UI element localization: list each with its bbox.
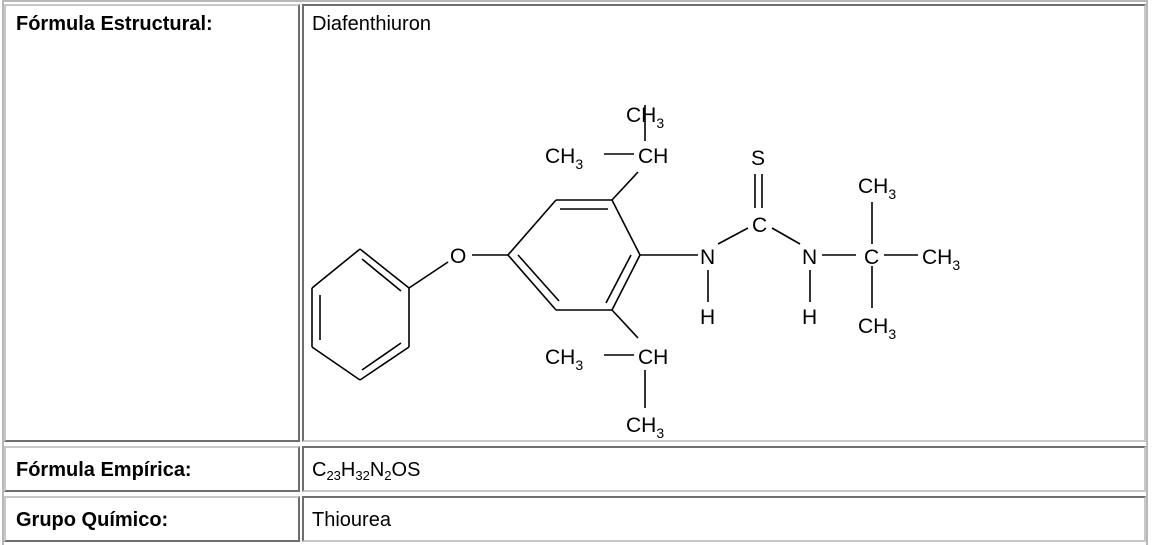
atom-label-ch3: CH3 xyxy=(626,414,664,441)
empirical-formula-label: Fórmula Empírica: xyxy=(4,446,300,492)
chemical-group-value: Thiourea xyxy=(302,496,1146,542)
atom-label-ch3: CH3 xyxy=(858,315,896,342)
atom-label-c: C xyxy=(864,246,879,269)
diafenthiuron-structure-diagram: CH3 CH3 CH S C O N N H H C CH3 CH3 CH3 xyxy=(311,104,960,441)
atom-label-ch3: CH3 xyxy=(545,145,583,172)
table-left-border xyxy=(2,0,4,545)
structure-bonds xyxy=(311,105,918,408)
atom-label-ch: CH xyxy=(638,346,668,369)
chemical-group-label: Grupo Químico: xyxy=(4,496,300,542)
atom-label-ch3: CH3 xyxy=(858,175,896,202)
atom-label-ch3: CH3 xyxy=(545,346,583,373)
structure-atom-labels: CH3 CH3 CH S C O N N H H C CH3 CH3 CH3 xyxy=(450,104,960,441)
atom-label-ch3: CH3 xyxy=(922,246,960,273)
formula-element: OS xyxy=(391,459,421,481)
empirical-formula-value: C23H32N2OS xyxy=(302,446,1146,492)
formula-element: N xyxy=(369,459,385,481)
atom-label-c: C xyxy=(752,214,767,237)
structural-formula-label: Fórmula Estructural: xyxy=(4,4,300,442)
atom-label-n: N xyxy=(700,246,715,269)
formula-subscript: 2 xyxy=(384,468,392,483)
formula-element: H xyxy=(340,459,356,481)
formula-subscript: 32 xyxy=(355,468,370,483)
atom-label-o: O xyxy=(450,245,466,268)
empirical-formula-text: C23H32N2OS xyxy=(312,459,421,483)
table-right-border xyxy=(1146,0,1148,545)
atom-label-h: H xyxy=(700,306,715,329)
atom-label-h: H xyxy=(802,306,817,329)
atom-label-ch: CH xyxy=(638,145,668,168)
table-top-border xyxy=(2,0,1148,2)
atom-label-s: S xyxy=(751,147,765,170)
formula-element: C xyxy=(312,459,327,481)
structural-formula-cell: Diafenthiuron xyxy=(302,4,1146,442)
compound-name: Diafenthiuron xyxy=(312,13,431,35)
atom-label-n: N xyxy=(802,246,817,269)
atom-label-ch3: CH3 xyxy=(626,104,664,131)
formula-subscript: 23 xyxy=(326,468,341,483)
